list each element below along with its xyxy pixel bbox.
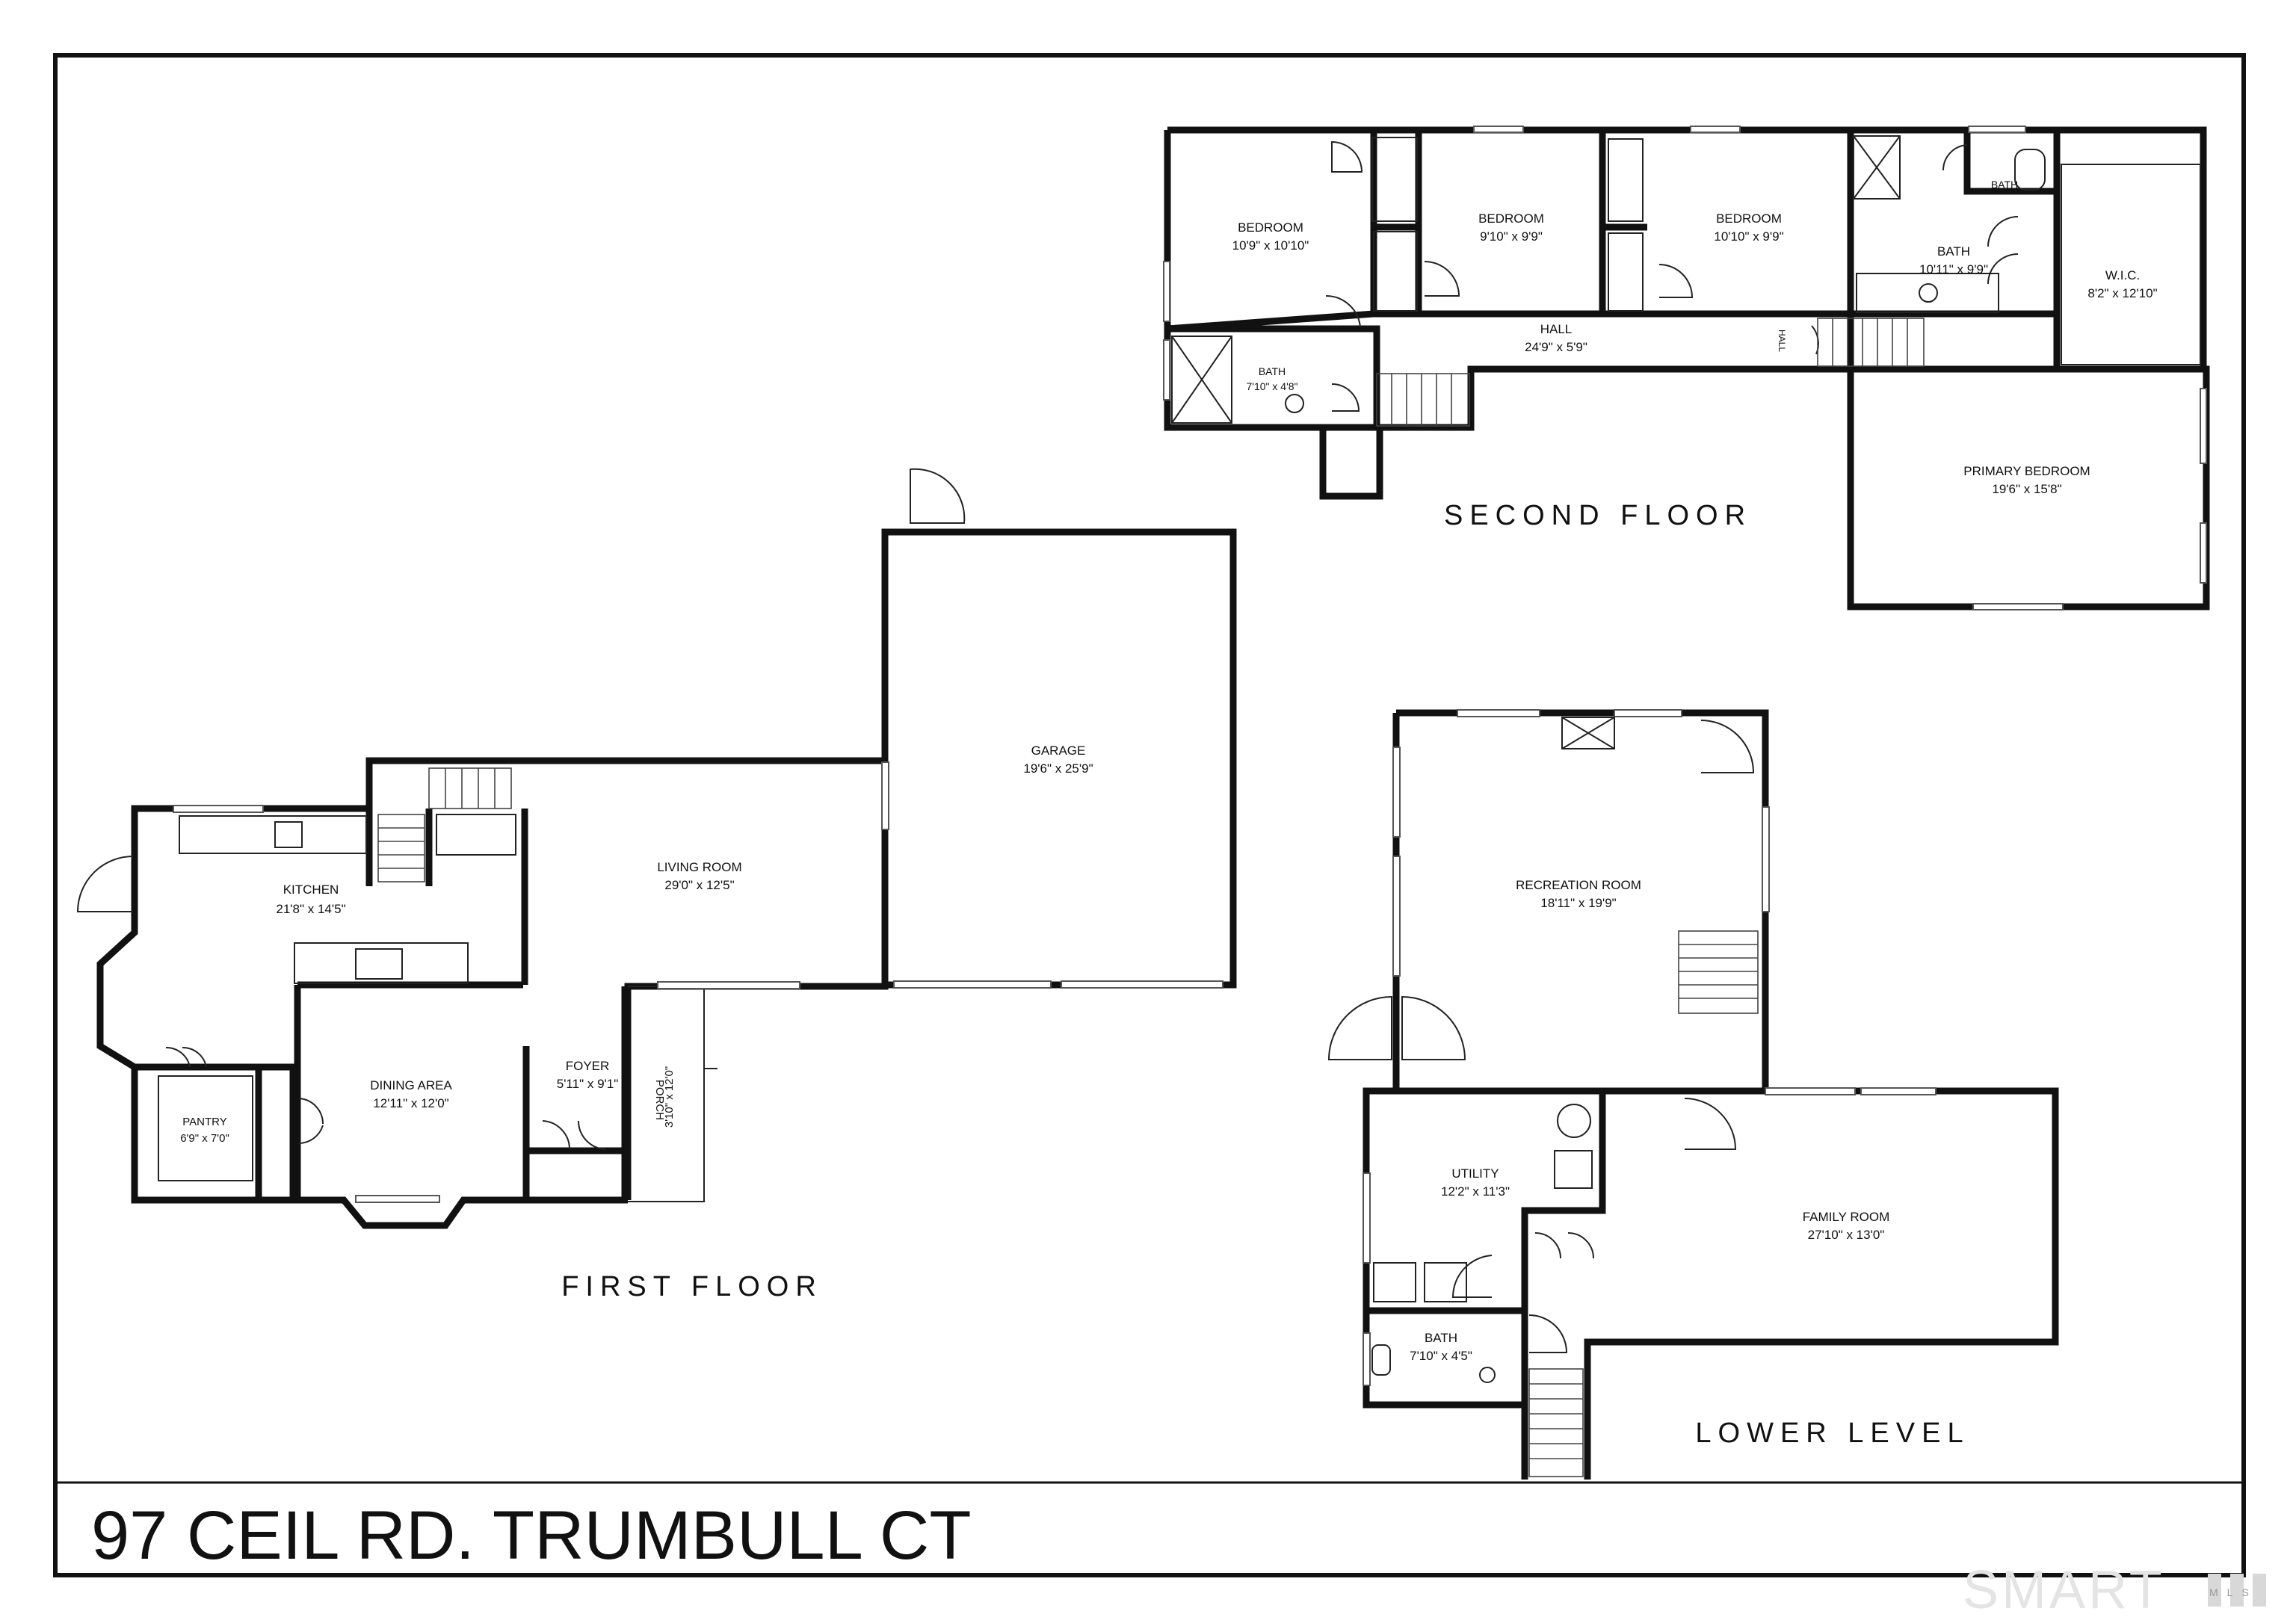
room-label-hall: HALL [1540,322,1573,336]
room-label-wic: W.I.C. [2105,268,2140,282]
room-dims-foyer: 5'11" x 9'1" [557,1077,619,1091]
room-label-recreation-room: RECREATION ROOM [1516,878,1641,892]
floor-title-first: FIRST FLOOR [561,1271,823,1302]
room-dims-garage: 19'6" x 25'9" [1023,761,1093,776]
room-dims-primary-bedroom: 19'6" x 15'8" [1992,482,2061,496]
property-address: 97 CEIL RD. TRUMBULL CT [91,1497,972,1574]
room-label-garage: GARAGE [1031,744,1086,758]
room-dims-utility: 12'2" x 11'3" [1441,1184,1510,1199]
room-dims-wic: 8'2" x 12'10" [2087,286,2157,300]
room-dims-dining-area: 12'11" x 12'0" [373,1096,448,1110]
room-label-primary-bedroom: PRIMARY BEDROOM [1963,464,2090,478]
floor-title-lower: LOWER LEVEL [1695,1418,1969,1449]
smart-mls-logo: SMART MLS [1963,1560,2266,1620]
mls-logo-text: MLS [2209,1586,2258,1598]
room-dims-porch: 3'10" x 12'0" [663,1066,676,1128]
second-floor-plan: BEDROOM 10'9" x 10'10" BEDROOM 9'10" x 9… [1163,126,2210,610]
room-dims-bedroom-1: 10'9" x 10'10" [1232,238,1309,253]
room-label-small-bath: BATH [1991,179,2018,191]
smart-logo-text: SMART [1963,1560,2165,1620]
room-label-bedroom-1: BEDROOM [1238,220,1303,235]
room-label-family-room: FAMILY ROOM [1803,1210,1890,1224]
room-dims-kitchen: 21'8" x 14'5" [276,902,345,916]
room-label-pantry: PANTRY [182,1116,226,1128]
room-dims-bath-2: 7'10" x 4'8" [1247,380,1298,392]
room-label-utility: UTILITY [1451,1166,1499,1181]
lower-level-plan: RECREATION ROOM 18'11" x 19'9" UTILITY 1… [1327,709,2059,1480]
room-label-dining-area: DINING AREA [370,1078,452,1092]
first-floor-plan: KITCHEN 21'8" x 14'5" LIVING ROOM 29'0" … [76,468,1237,1302]
room-label-primary-bath: BATH [1937,244,1970,259]
room-dims-lower-bath: 7'10" x 4'5" [1410,1349,1472,1363]
page-frame [53,53,2246,1577]
room-label-bedroom-2: BEDROOM [1478,211,1544,226]
room-dims-pantry: 6'9" x 7'0" [180,1132,229,1145]
room-dims-living-room: 29'0" x 12'5" [664,878,734,892]
floor-title-second: SECOND FLOOR [1444,500,1752,531]
room-dims-bedroom-3: 10'10" x 9'9" [1714,229,1783,244]
room-label-living-room: LIVING ROOM [657,860,741,874]
room-dims-bedroom-2: 9'10" x 9'9" [1480,229,1543,244]
room-dims-family-room: 27'10" x 13'0" [1808,1228,1885,1242]
room-label-bath-2: BATH [1259,365,1286,377]
room-label-lower-bath: BATH [1425,1331,1457,1345]
room-dims-hall: 24'9" x 5'9" [1525,340,1587,354]
room-label-hall-small: HALL [1777,330,1787,352]
room-label-kitchen: KITCHEN [283,882,339,897]
room-dims-primary-bath: 10'11" x 9'9" [1919,262,1988,276]
room-label-porch: PORCH [653,1080,666,1120]
room-label-bedroom-3: BEDROOM [1716,211,1782,226]
room-dims-recreation-room: 18'11" x 19'9" [1540,896,1616,910]
room-label-foyer: FOYER [566,1059,610,1073]
